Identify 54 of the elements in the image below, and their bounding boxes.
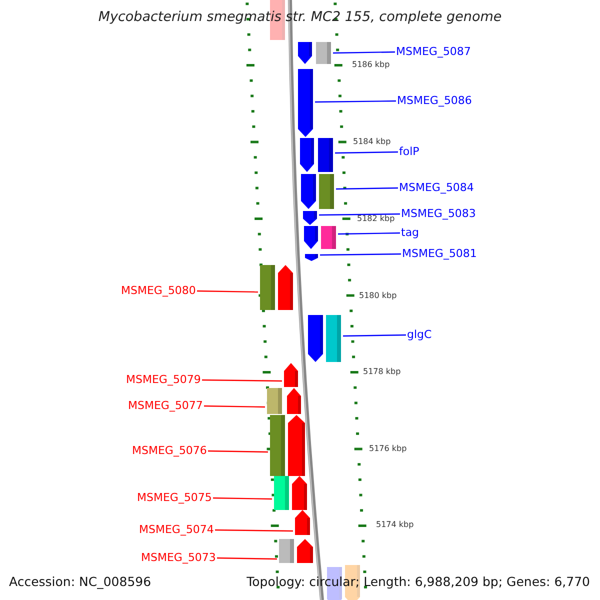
gene-arrow-drawing [267,388,301,414]
scale-label: 5180 kbp [359,291,397,301]
leader-line [204,405,266,408]
gene-arrow-drawing [295,510,310,535]
leader-line [196,290,258,293]
map-title: Mycobacterium smegmatis str. MC2 155, complete genome [97,9,503,25]
leader-line [334,151,398,154]
gene-label: folP [399,144,420,158]
gene-arrow-drawing [308,315,341,362]
leader-line [336,187,398,190]
gene-label: MSMEG_5080 [121,284,196,296]
gene-label: MSMEG_5084 [399,180,474,194]
leader-line [338,232,400,235]
gene-arrow-drawing [304,226,336,249]
gene-label: MSMEG_5074 [139,522,214,536]
gene-arrow-drawing [300,138,333,172]
gene-arrow-drawing [279,539,313,563]
gene-arrow-drawing [305,254,318,261]
scale-label: 5182 kbp [357,214,395,224]
gene-label: MSMEG_5087 [396,44,471,58]
leader-line [315,100,396,103]
leader-line [320,253,401,256]
scale-label: 5178 kbp [363,367,401,377]
gene-arrow-drawing [301,174,334,209]
gene-arrow-drawing [298,42,331,64]
gene-label: MSMEG_5077 [128,398,203,412]
gene-label: tag [401,226,420,238]
leader-line [216,557,278,560]
gene-label: MSMEG_5083 [401,206,476,220]
gene-arrow-drawing [274,476,307,510]
gene-arrow-drawing [270,415,305,476]
genome-info-text: Topology: circular; Length: 6,988,209 bp; Genes: 6,770 [246,574,590,589]
leader-line [332,51,396,54]
gene-label: MSMEG_5081 [402,246,477,260]
gene-label: MSMEG_5075 [137,490,212,504]
gene-arrow-drawing [284,363,298,387]
gene-label: MSMEG_5076 [132,444,207,456]
leader-line [342,334,406,337]
gene-arrow-drawing [303,211,317,225]
scale-label: 5176 kbp [369,444,407,454]
scale-label: 5174 kbp [376,520,414,530]
gene-arrow-drawing [260,265,293,310]
leader-line [319,213,400,216]
leader-line [208,450,268,453]
leader-line [202,379,282,382]
gene-label: glgC [407,328,432,340]
accession-text: Accession: NC_008596 [9,574,152,589]
gene-label: MSMEG_5073 [141,550,216,564]
leader-line [212,497,272,500]
scale-label: 5186 kbp [352,60,390,70]
gene-label: MSMEG_5086 [397,94,472,106]
scale-label: 5184 kbp [353,137,391,147]
gene-label: MSMEG_5079 [126,372,201,386]
leader-line [215,529,293,532]
